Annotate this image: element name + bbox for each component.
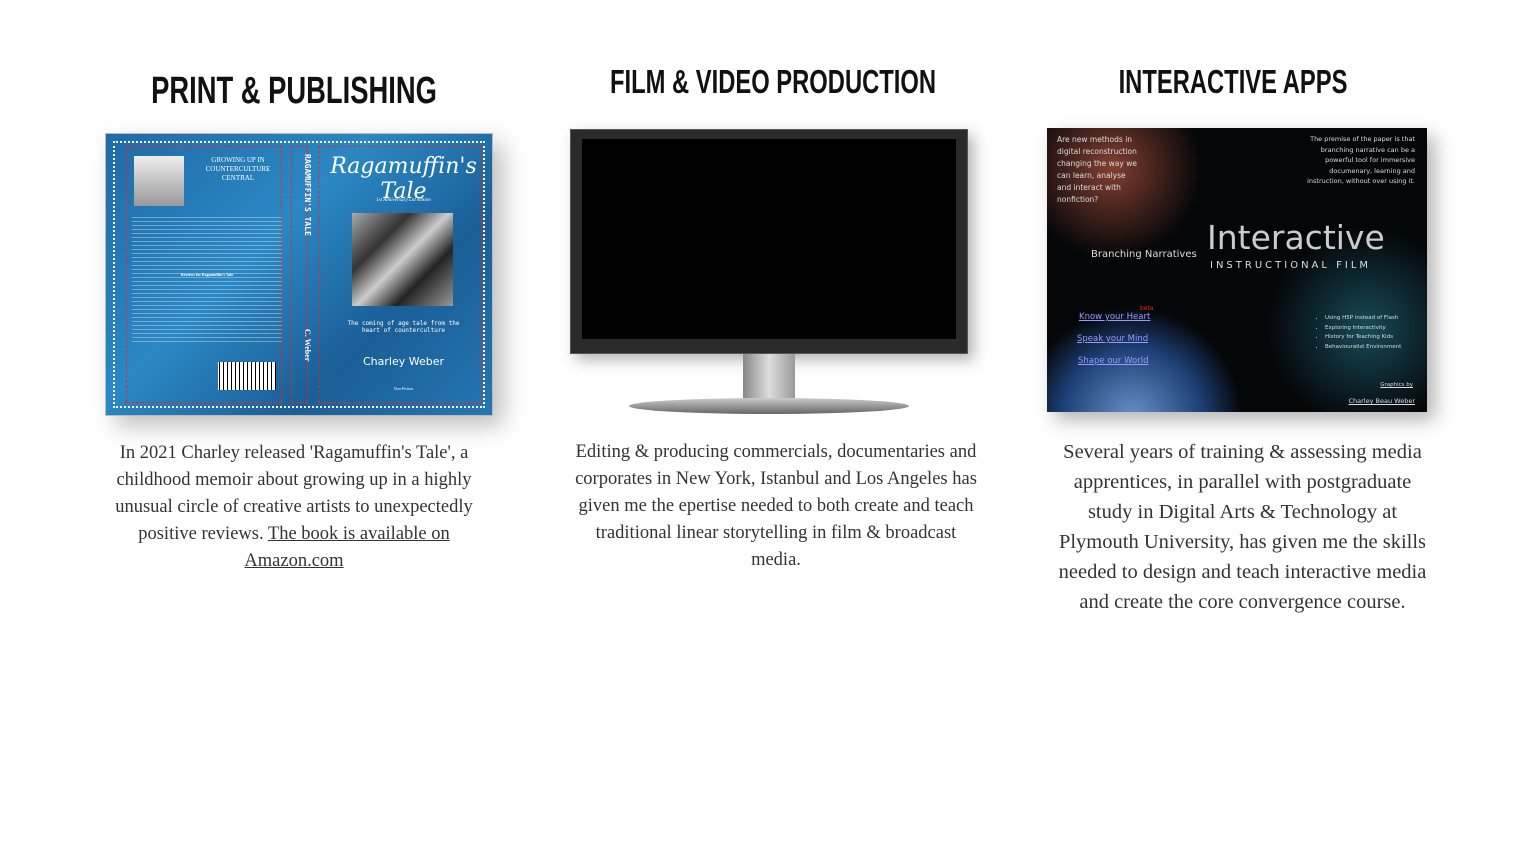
print-description: In 2021 Charley released 'Ragamuffin's T… <box>104 440 484 575</box>
monitor-screen <box>570 129 968 354</box>
beta-label: beta <box>1140 305 1154 312</box>
monitor-base <box>629 398 909 414</box>
bullet: Exploring Interactivity <box>1325 324 1401 334</box>
apps-description: Several years of training & assessing me… <box>1058 441 1427 613</box>
monitor-stand <box>743 354 795 400</box>
apps-bullets: Using H5P instead of Flash Exploring Int… <box>1325 314 1401 352</box>
cover-collage <box>352 213 453 306</box>
heading-print-publishing: PRINT & PUBLISHING <box>151 70 437 112</box>
link-know-your-heart[interactable]: Know your Heart <box>1079 312 1151 322</box>
amazon-link[interactable]: The book is available on Amazon.com <box>244 524 450 571</box>
film-description: Editing & producing commercials, documen… <box>575 442 977 570</box>
apps-premise: The premise of the paper is that branchi… <box>1307 135 1415 186</box>
apps-subtitle: INSTRUCTIONAL FILM <box>1210 260 1372 271</box>
link-shape-our-world[interactable]: Shape our World <box>1078 356 1149 366</box>
back-title: GROWING UP IN COUNTERCULTURE CENTRAL <box>205 156 271 182</box>
heading-interactive-apps: INTERACTIVE APPS <box>1118 63 1348 100</box>
reviews-heading: Reviews for Ragamuffin's Tale <box>180 272 234 277</box>
spine-author: C. Weber <box>303 329 312 362</box>
book-title: Ragamuffin's Tale <box>330 154 477 204</box>
apps-title: Interactive <box>1207 218 1385 257</box>
interactive-film-image: Are new methods in digital reconstructio… <box>1047 128 1427 412</box>
spine-title: RAGAMUFFIN'S TALE <box>303 154 312 236</box>
book-tagline: The coming of age tale from the heart of… <box>347 320 460 334</box>
book-edition: 1st Anniversary Ltd edition <box>376 198 431 203</box>
book-author: Charley Weber <box>362 355 445 368</box>
bullet: Using H5P instead of Flash <box>1325 314 1401 324</box>
barcode <box>218 362 276 390</box>
book-genre: Non-Fiction <box>393 386 414 391</box>
apps-branching: Branching Narratives <box>1091 249 1197 260</box>
monitor-image <box>570 129 968 414</box>
print-text: In 2021 Charley released 'Ragamuffin's T… <box>115 443 473 544</box>
author-photo <box>134 156 184 206</box>
link-speak-your-mind[interactable]: Speak your Mind <box>1077 334 1149 344</box>
apps-question: Are new methods in digital reconstructio… <box>1057 135 1137 204</box>
heading-film-video: FILM & VIDEO PRODUCTION <box>609 63 937 100</box>
bullet: History for Teaching Kids <box>1325 333 1401 343</box>
credit-label: Graphics by <box>1380 382 1413 388</box>
credit-name: Charley Beau Weber <box>1348 397 1415 405</box>
bullet: Behaviouralist Environment <box>1325 343 1401 353</box>
book-cover-image: GROWING UP IN COUNTERCULTURE CENTRAL Rev… <box>105 133 493 416</box>
